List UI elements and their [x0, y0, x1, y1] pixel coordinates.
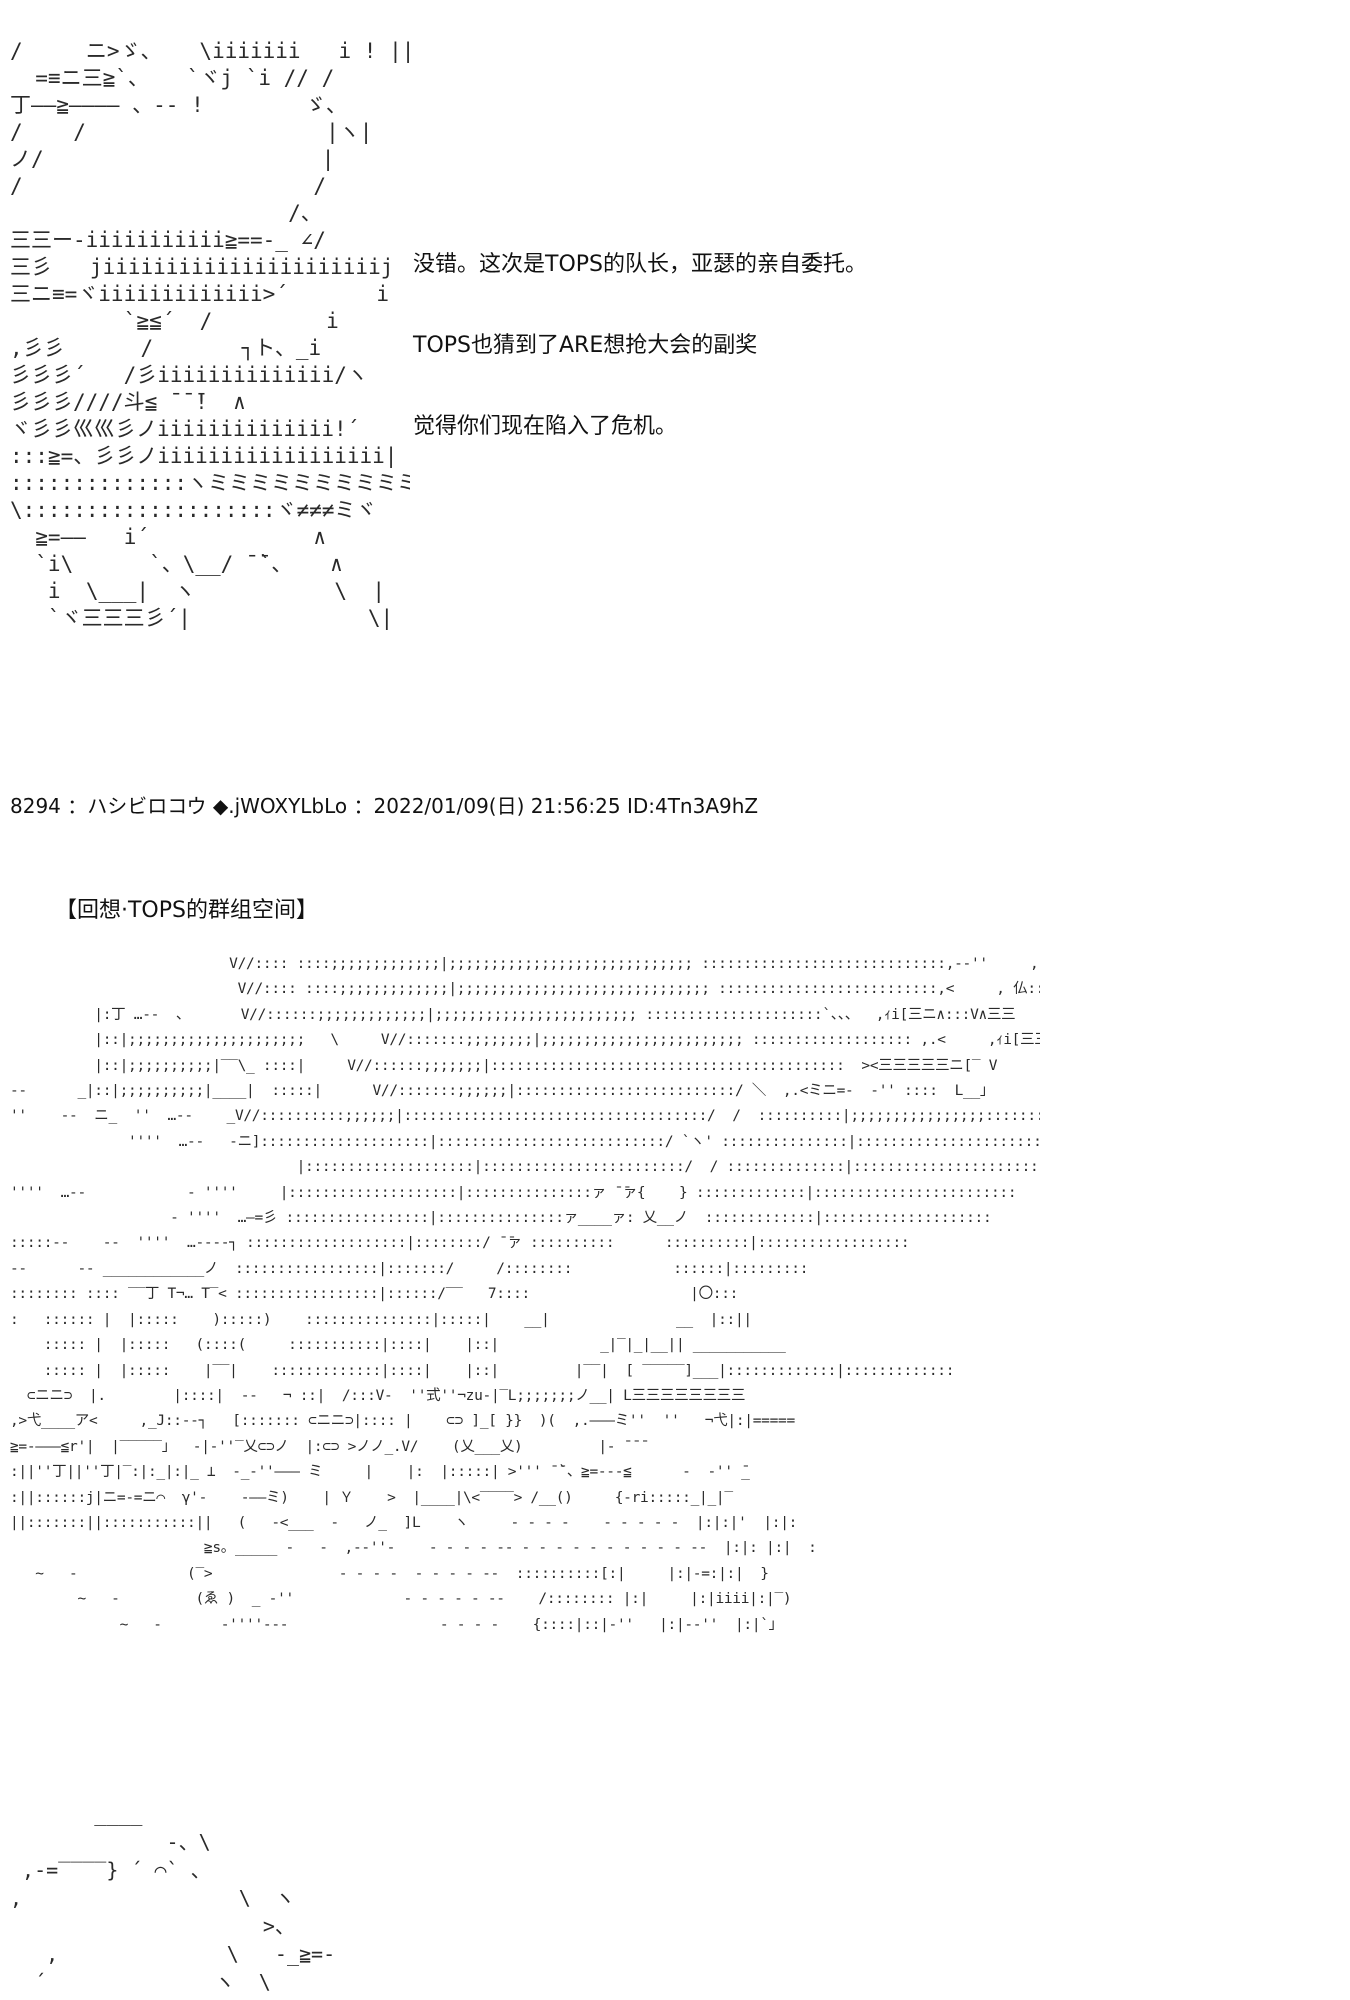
ascii-art-character: / ニ>ゞ、 \iiiiiii i ! || | =≡ニ三≧`、 `ヾj `i …: [10, 39, 410, 630]
separator: ：: [60, 794, 88, 818]
dialogue-line: 觉得你们现在陷入了危机。: [413, 414, 678, 439]
post-datetime: 2022/01/09(日) 21:56:25: [373, 794, 621, 818]
ascii-art-scene: V//:::: ::::;;;;;;;;;;;;;|;;;;;;;;;;;;;;…: [10, 956, 1040, 1633]
dialogue-line: 没错。这次是TOPS的队长，亚瑟的亲自委托。: [413, 252, 867, 277]
separator: ：: [347, 794, 374, 818]
post-number: 8294: [10, 794, 61, 818]
post-header: 8294 ：ハシビロコウ ◆.jWOXYLbLo ：2022/01/09(日) …: [10, 792, 758, 820]
ascii-art-fragment: ____ ‐、\ ,‐=‾‾‾‾} ´ ⌒` 、 , \ ヽ >、 , \ ‐_…: [10, 1802, 359, 2000]
scene-title: 【回想·TOPS的群组空间】: [55, 898, 318, 923]
dialogue-block: 没错。这次是TOPS的队长，亚瑟的亲自委托。 TOPS也猜到了ARE想抢大会的副…: [413, 250, 973, 493]
dialogue-line: TOPS也猜到了ARE想抢大会的副奖: [413, 333, 758, 358]
poster-name: ハシビロコウ: [87, 794, 207, 818]
poster-trip: ◆.jWOXYLbLo: [212, 794, 348, 818]
poster-id: ID:4Tn3A9hZ: [626, 794, 759, 818]
